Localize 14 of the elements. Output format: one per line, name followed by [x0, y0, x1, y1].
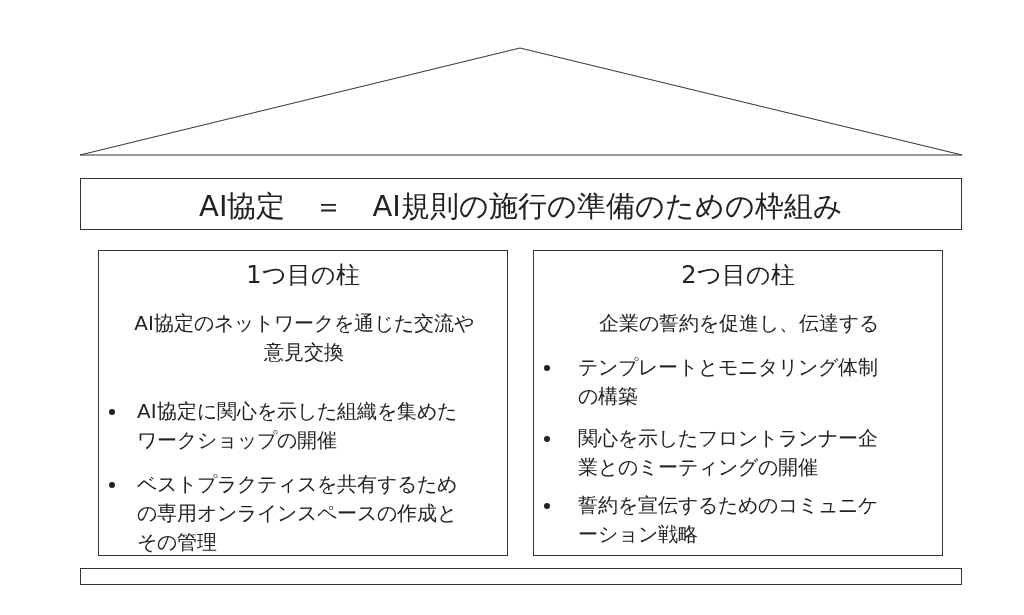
pillar-box: [533, 250, 943, 556]
title-text: AI協定 ＝ AI規則の施行の準備のための枠組み: [198, 188, 844, 225]
pillar-heading: 1つ目の柱: [245, 260, 361, 291]
pillar-subtitle: AI協定のネットワークを通じた交流や意見交換: [133, 310, 475, 366]
bullet-text: 誓約を宣伝するためのコミュニケーション戦略: [578, 492, 879, 548]
pillar-box: [98, 250, 508, 556]
bullet-text: テンプレートとモニタリング体制の構築: [578, 354, 879, 410]
pillar-heading: 2つ目の柱: [680, 260, 796, 291]
bullet-text: AI協定に関心を示した組織を集めたワークショップの開催: [137, 398, 458, 454]
title-band: [80, 178, 962, 230]
base-bar: [80, 568, 962, 585]
bullet-text: 関心を示したフロントランナー企業とのミーティングの開催: [578, 425, 879, 481]
pillar-subtitle: 企業の誓約を促進し、伝達する: [598, 310, 880, 337]
bullet-text: ベストプラクティスを共有するための専用オンラインスペースの作成とその管理: [137, 471, 458, 556]
